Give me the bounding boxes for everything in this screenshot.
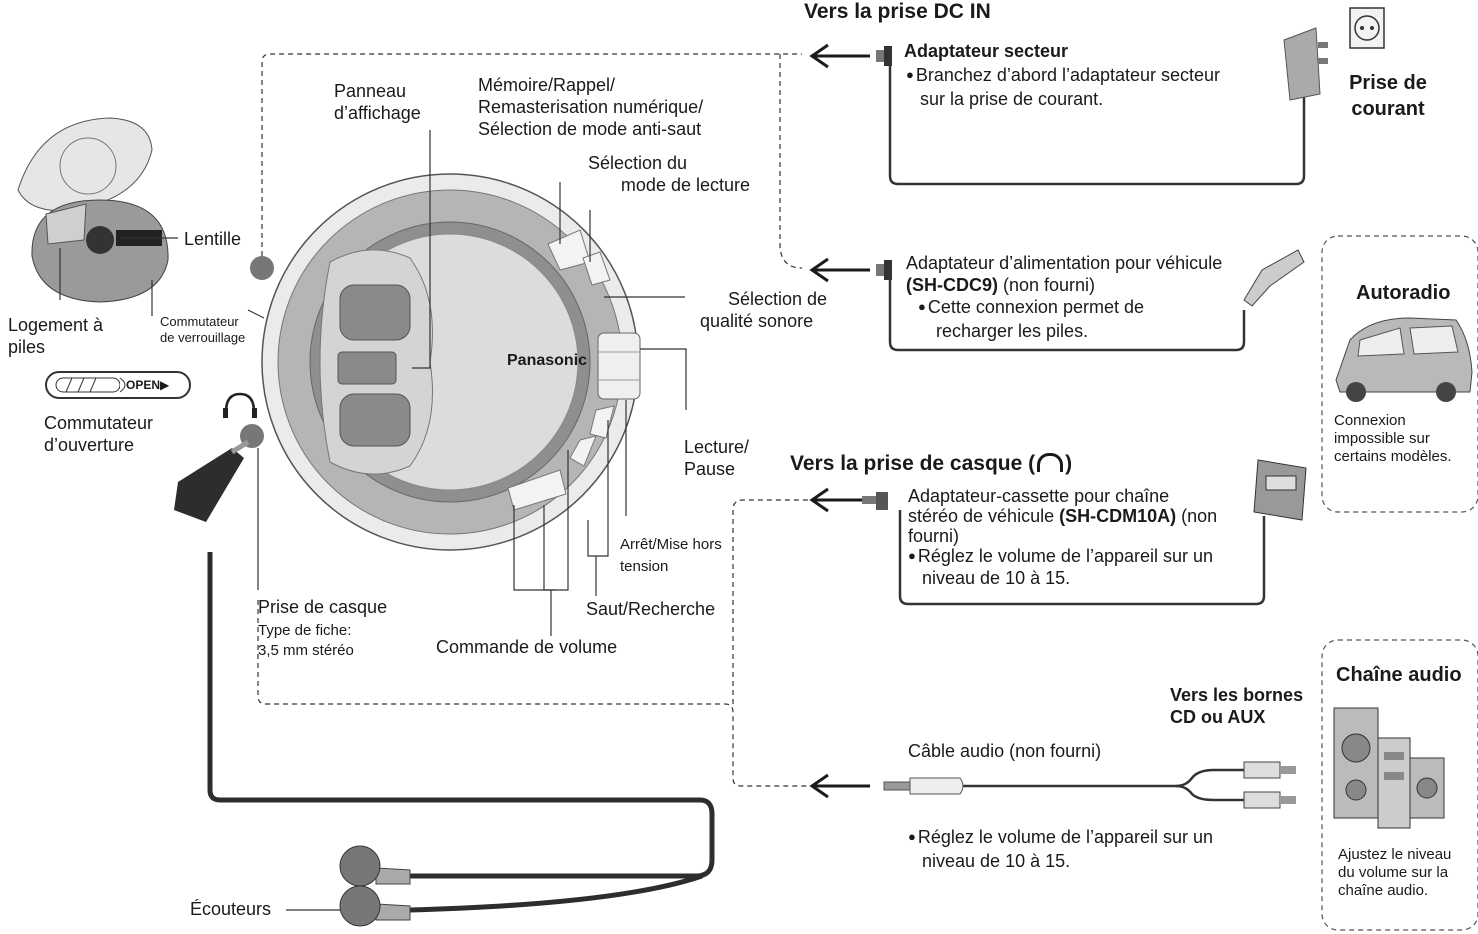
- cassette-plug: [862, 492, 888, 510]
- terminals-label: Vers les bornes CD ou AUX: [1170, 685, 1304, 727]
- display-panel-label: Panneau d’affichage: [334, 81, 421, 123]
- ac-adaptor-title: Adaptateur secteur: [904, 41, 1069, 61]
- lid-leader-lines: [59, 237, 178, 316]
- skip-search-label: Saut/Recherche: [586, 599, 716, 619]
- earphones-label: Écouteurs: [190, 899, 272, 919]
- panasonic-logo: Panasonic: [507, 352, 588, 369]
- dc-plug-1: [876, 46, 892, 66]
- sound-quality-label: Sélection de qualité sonore: [700, 289, 828, 331]
- display-panel-button-top[interactable]: [339, 284, 411, 341]
- dashed-connection-paths: [257, 53, 808, 787]
- audio-minijack: [883, 777, 964, 795]
- plug-type-label: Type de fiche: 3,5 mm stéréo: [258, 622, 354, 659]
- stop-off-label: Arrêt/Mise hors tension: [620, 536, 722, 575]
- earphones-illustration: [174, 439, 715, 927]
- headphone-heading-icon: [1037, 453, 1064, 472]
- rca-plugs: [1243, 761, 1296, 809]
- car-box-frame: [1321, 235, 1478, 513]
- car-adaptor-illustration: [1243, 249, 1305, 307]
- open-switch[interactable]: [45, 371, 191, 399]
- headphone-icon: [224, 392, 256, 413]
- cables: [888, 66, 1306, 802]
- ac-adaptor-illustration: [1283, 27, 1328, 101]
- car-adaptor-text: Adaptateur d’alimentation pour véhicule …: [906, 252, 1222, 342]
- player-leader-lines: [247, 130, 687, 636]
- connection-arrows: [809, 43, 870, 799]
- car-box-title: Autoradio: [1356, 282, 1451, 304]
- play-pause-label: Lecture/ Pause: [684, 437, 750, 479]
- cassette-adaptor-illustration: [1253, 459, 1307, 521]
- open-switch-label: Commutateur d’ouverture: [44, 413, 154, 455]
- headphone-jack-label: Prise de casque: [258, 597, 388, 617]
- outlet-icon: [1349, 7, 1385, 49]
- display-panel-button-bottom[interactable]: [339, 393, 411, 447]
- headphone-heading: Vers la prise de casque (): [790, 452, 1073, 475]
- outlet-label: Prise de courant: [1349, 72, 1427, 120]
- volume-control-label: Commande de volume: [436, 637, 618, 657]
- open-switch-text: OPEN▶: [126, 378, 170, 392]
- dc-plug-2: [876, 260, 892, 280]
- stereo-illustration: [1333, 707, 1445, 829]
- cassette-adaptor-text: Adaptateur-cassette pour chaîne stéréo d…: [908, 486, 1217, 588]
- ac-adaptor-note: Branchez d’abord l’adaptateur secteur su…: [906, 64, 1220, 110]
- open-cd-lid-illustration: [17, 117, 169, 303]
- lens-label: Lentille: [184, 229, 242, 249]
- battery-compartment-label: Logement à piles: [8, 315, 104, 357]
- hold-switch-label: Commutateur de verrouillage: [160, 314, 246, 345]
- car-box-note: Connexion impossible sur certains modèle…: [1334, 412, 1452, 465]
- car-illustration: [1335, 317, 1473, 402]
- display-panel-button-middle[interactable]: [337, 351, 397, 385]
- lens-dot: [250, 256, 274, 280]
- stereo-box-title: Chaîne audio: [1336, 664, 1462, 686]
- stereo-box-note: Ajustez le niveau du volume sur la chaîn…: [1338, 846, 1452, 899]
- play-mode-label: Sélection du mode de lecture: [588, 153, 750, 195]
- play-pause-button[interactable]: [597, 332, 641, 400]
- audio-note: Réglez le volume de l’appareil sur un ni…: [908, 826, 1213, 872]
- memory-recall-label: Mémoire/Rappel/ Remasterisation numériqu…: [478, 75, 704, 139]
- cd-player: [223, 173, 641, 551]
- audio-cable-label: Câble audio (non fourni): [908, 741, 1102, 761]
- dc-in-heading: Vers la prise DC IN: [804, 0, 991, 23]
